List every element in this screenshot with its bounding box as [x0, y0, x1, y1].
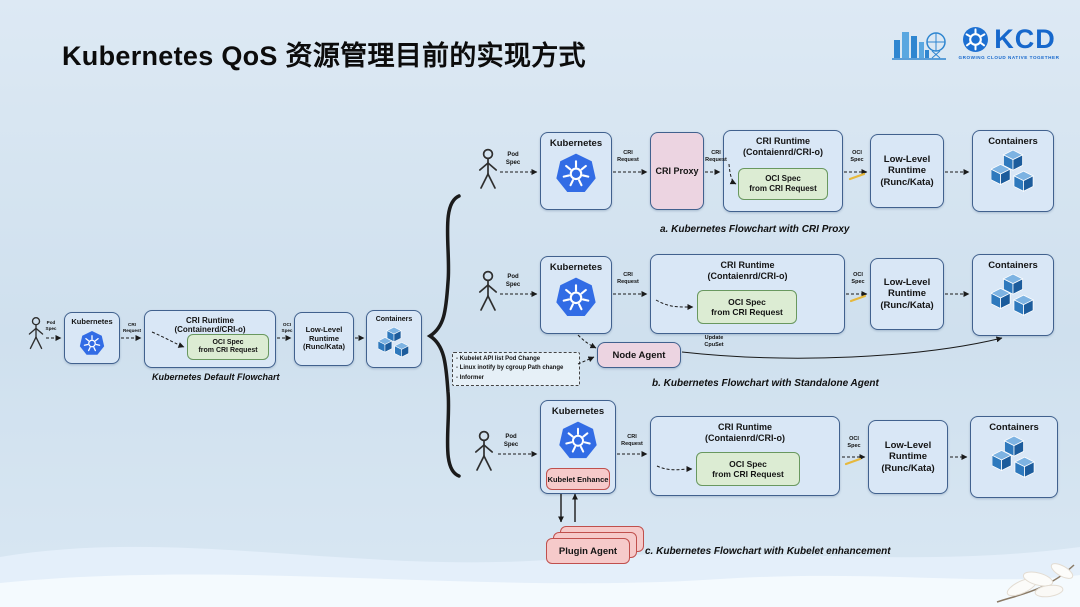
kubernetes-icon — [79, 330, 105, 356]
kubernetes-label: Kubernetes — [549, 262, 603, 273]
kubernetes-label: Kubernetes — [551, 406, 605, 417]
node-agent-box: Node Agent — [597, 342, 681, 368]
low-level-runtime-box: Low-Level Runtime (Runc/Kata) — [294, 312, 354, 366]
pod-spec-label: Pod Spec — [505, 274, 521, 288]
kubernetes-label: Kubernetes — [71, 317, 113, 326]
kcd-logo: KCD GROWING CLOUD NATIVE TOGETHER — [950, 24, 1068, 61]
container-cubes-icon — [992, 436, 1036, 484]
containers-label: Containers — [988, 136, 1038, 147]
low-level-runtime-label: Low-Level Runtime (Runc/Kata) — [881, 440, 935, 474]
plugin-agent-box: Plugin Agent — [546, 538, 630, 564]
update-cpuset-label: Update CpuSet — [704, 335, 724, 348]
kubernetes-box: Kubernetes — [64, 312, 120, 364]
oci-spec-box: OCI Spec from CRI Request — [187, 334, 269, 360]
cri-runtime-label: CRI Runtime (Contaienrd/CRI-o) — [705, 422, 785, 443]
cri-runtime-label: CRI Runtime (Contaienrd/CRI-o) — [707, 260, 788, 281]
kubernetes-label: Kubernetes — [549, 138, 603, 149]
kcd-tagline: GROWING CLOUD NATIVE TOGETHER — [958, 55, 1060, 60]
low-level-runtime-label: Low-Level Runtime (Runc/Kata) — [880, 154, 934, 188]
agent-note-box: - Kubelet API list Pod Change - Linux in… — [452, 352, 580, 386]
cri-request-label: CRI Request — [617, 150, 639, 163]
flow-b-caption: b. Kubernetes Flowchart with Standalone … — [652, 378, 879, 389]
containers-label: Containers — [988, 260, 1038, 271]
containers-box: Containers — [972, 254, 1054, 336]
containers-box: Containers — [366, 310, 422, 368]
flow-a-caption: a. Kubernetes Flowchart with CRI Proxy — [660, 224, 850, 235]
kubelet-enhance-box: Kubelet Enhance — [546, 468, 610, 490]
kubernetes-icon — [555, 152, 597, 194]
curly-brace — [426, 194, 461, 478]
oci-spec-box: OCI Spec from CRI Request — [738, 168, 828, 200]
oci-spec-highlights — [844, 172, 867, 466]
cri-request-label: CRI Request — [122, 322, 142, 333]
city-illustration — [892, 32, 946, 60]
low-level-runtime-label: Low-Level Runtime (Runc/Kata) — [302, 324, 346, 352]
cri-request-label: CRI Request — [617, 272, 639, 285]
low-level-runtime-label: Low-Level Runtime (Runc/Kata) — [880, 277, 934, 311]
containers-box: Containers — [970, 416, 1058, 498]
kubernetes-box: Kubernetes — [540, 132, 612, 210]
cri-runtime-label: CRI Runtime (Contaienrd/CRI-o) — [743, 136, 823, 157]
flow-c-caption: c. Kubernetes Flowchart with Kubelet enh… — [645, 546, 891, 557]
container-cubes-icon — [991, 274, 1035, 322]
note-line: - Kubelet API list Pod Change — [456, 356, 541, 362]
kcd-icon — [963, 27, 989, 52]
oci-spec-box: OCI Spec from CRI Request — [696, 452, 800, 486]
cri-runtime-label: CRI Runtime (Containerd/CRI-o) — [174, 316, 246, 335]
page-title: Kubernetes QoS 资源管理目前的实现方式 — [62, 41, 586, 71]
kubernetes-icon — [558, 420, 598, 460]
pod-spec-label: Pod Spec — [45, 320, 57, 331]
cri-request-label: CRI Request — [621, 434, 643, 447]
low-level-runtime-box: Low-Level Runtime (Runc/Kata) — [870, 258, 944, 330]
low-level-runtime-box: Low-Level Runtime (Runc/Kata) — [868, 420, 948, 494]
containers-box: Containers — [972, 130, 1054, 212]
cri-request-label: CRI Request — [705, 150, 727, 163]
containers-label: Containers — [989, 422, 1039, 433]
container-cubes-icon — [991, 150, 1035, 198]
flower-decoration — [996, 563, 1075, 603]
oci-spec-label: OCI Spec — [851, 272, 865, 285]
container-cubes-icon — [378, 327, 410, 362]
kcd-wordmark: KCD — [994, 24, 1056, 54]
oci-spec-label: OCI Spec — [847, 436, 861, 449]
low-level-runtime-box: Low-Level Runtime (Runc/Kata) — [870, 134, 944, 208]
kubernetes-icon — [555, 276, 597, 318]
pod-spec-label: Pod Spec — [503, 434, 519, 448]
user-figure-icon — [474, 430, 494, 474]
containers-label: Containers — [375, 316, 413, 323]
oci-spec-label: OCI Spec — [281, 322, 293, 333]
pod-spec-label: Pod Spec — [505, 152, 521, 166]
oci-spec-box: OCI Spec from CRI Request — [697, 290, 797, 324]
default-flow-caption: Kubernetes Default Flowchart — [152, 372, 280, 382]
kubernetes-box: Kubernetes — [540, 256, 612, 334]
user-figure-icon — [478, 270, 498, 314]
background-waves — [0, 546, 1080, 607]
note-line: - Linux inotify by cgroup Path change — [456, 365, 564, 372]
user-figure-icon — [478, 148, 498, 192]
note-line: - Informer — [456, 374, 485, 381]
cri-proxy-box: CRI Proxy — [650, 132, 704, 210]
oci-spec-label: OCI Spec — [850, 150, 864, 163]
